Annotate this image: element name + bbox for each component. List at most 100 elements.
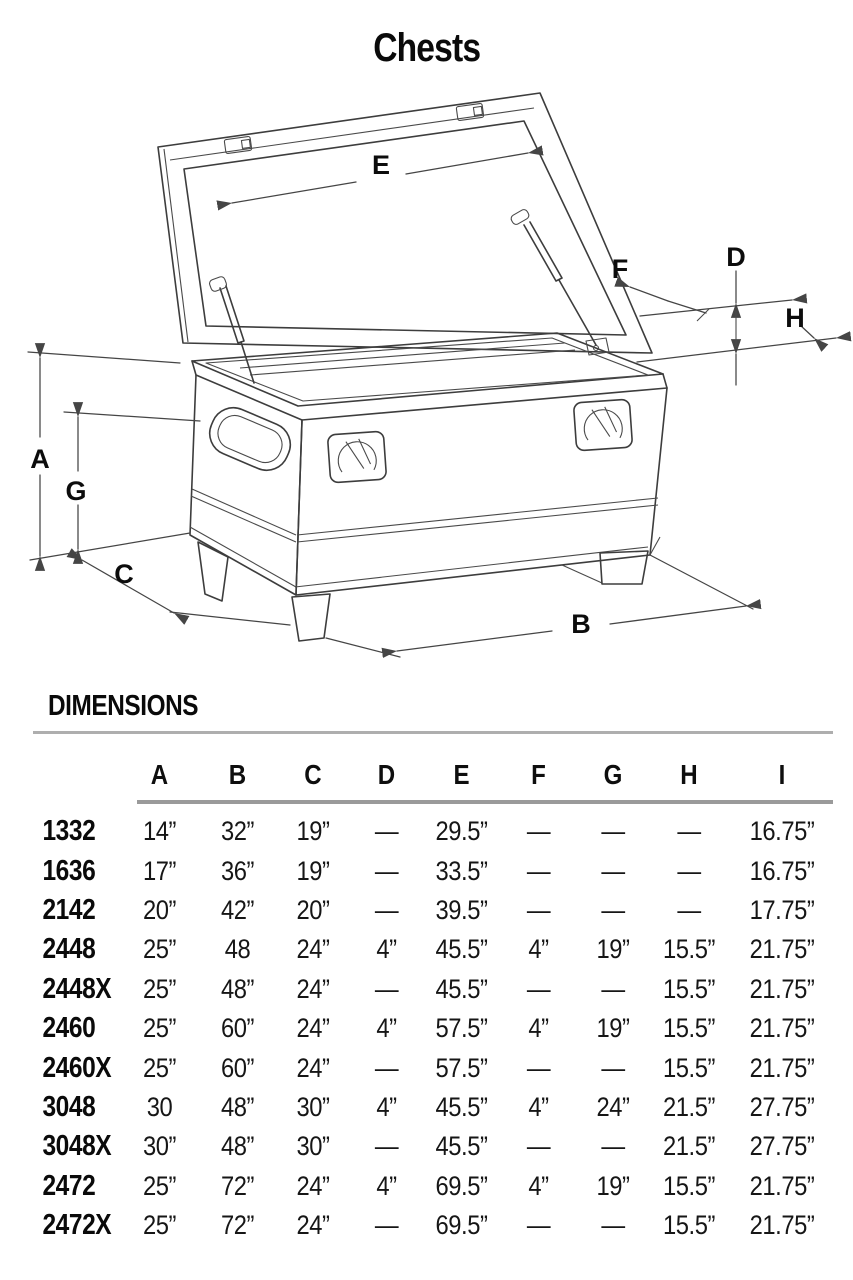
value-cell: — <box>601 855 625 886</box>
column-header-b: B <box>228 759 247 790</box>
value-cell: 69.5” <box>435 1210 488 1241</box>
value-cell: 69.5” <box>435 1170 488 1201</box>
model-cell: 2142 <box>42 893 96 926</box>
value-cell: 57.5” <box>435 1052 488 1083</box>
value-cell: 25” <box>142 1013 177 1044</box>
value-cell: 30” <box>296 1091 330 1122</box>
value-cell: 17” <box>142 855 177 886</box>
value-cell: — <box>677 894 701 925</box>
value-cell: 21.5” <box>663 1091 715 1122</box>
value-cell: 4” <box>528 1091 549 1122</box>
value-cell: 21.75” <box>749 1210 815 1241</box>
value-cell: 19” <box>596 1170 630 1201</box>
value-cell: 4” <box>376 1091 397 1122</box>
value-cell: — <box>374 973 399 1004</box>
value-cell: 60” <box>220 1013 255 1044</box>
gas-strut-right <box>510 209 597 346</box>
value-cell: 25” <box>142 1210 177 1241</box>
section-divider <box>33 731 833 734</box>
value-cell: 4” <box>376 1013 397 1044</box>
table-row: 1332 14” 32” 19” — 29.5” — — — 16.75” <box>33 812 835 851</box>
value-cell: — <box>526 894 551 925</box>
value-cell: — <box>601 1131 625 1162</box>
value-cell: 21.75” <box>749 1013 815 1044</box>
value-cell: — <box>526 855 551 886</box>
value-cell: 15.5” <box>663 1210 715 1241</box>
model-cell: 3048 <box>42 1090 96 1123</box>
chest-end-panel <box>189 374 303 596</box>
chest-diagram: A G C B E F D H <box>27 92 852 659</box>
value-cell: 45.5” <box>435 1091 488 1122</box>
model-cell: 1636 <box>42 854 96 887</box>
value-cell: 33.5” <box>435 855 488 886</box>
value-cell: 4” <box>376 934 397 965</box>
table-row: 2142 20” 42” 20” — 39.5” — — — 17.75” <box>33 891 835 930</box>
value-cell: 19” <box>596 1013 630 1044</box>
value-cell: — <box>601 816 625 847</box>
value-cell: 24” <box>296 1013 330 1044</box>
value-cell: 19” <box>296 855 330 886</box>
value-cell: — <box>526 973 551 1004</box>
value-cell: 15.5” <box>663 1052 715 1083</box>
value-cell: — <box>526 816 551 847</box>
value-cell: — <box>374 855 399 886</box>
dimension-lines <box>27 145 852 659</box>
value-cell: 17.75” <box>749 894 815 925</box>
value-cell: 48” <box>220 1091 255 1122</box>
value-cell: 16.75” <box>749 855 815 886</box>
value-cell: 32” <box>220 816 255 847</box>
value-cell: — <box>526 1131 551 1162</box>
value-cell: 21.75” <box>749 1052 815 1083</box>
value-cell: 19” <box>296 816 330 847</box>
model-cell: 2472X <box>42 1209 112 1242</box>
table-row: 2448X 25” 48” 24” — 45.5” — — 15.5” 21.7… <box>33 970 835 1009</box>
value-cell: 15.5” <box>663 1170 715 1201</box>
value-cell: 15.5” <box>663 934 715 965</box>
value-cell: — <box>526 1052 551 1083</box>
model-cell: 2448X <box>42 972 112 1005</box>
value-cell: — <box>374 1052 399 1083</box>
page-title: Chests <box>0 26 853 71</box>
value-cell: 4” <box>528 1013 549 1044</box>
dim-label-h: H <box>785 303 805 333</box>
lid-latch-right <box>455 102 485 122</box>
dim-label-f: F <box>612 254 629 284</box>
value-cell: 16.75” <box>749 816 815 847</box>
value-cell: 4” <box>376 1170 397 1201</box>
value-cell: — <box>374 1210 399 1241</box>
dim-label-b: B <box>571 609 591 639</box>
page-title-text: Chests <box>372 26 481 70</box>
lid-latch-left <box>223 135 253 155</box>
table-header-divider <box>137 800 833 804</box>
value-cell: 20” <box>296 894 330 925</box>
column-header-i: I <box>778 759 786 790</box>
column-header-c: C <box>304 759 322 790</box>
value-cell: — <box>677 816 701 847</box>
value-cell: 24” <box>296 1170 330 1201</box>
value-cell: — <box>677 855 701 886</box>
gas-strut-left <box>209 276 255 384</box>
chest-foot <box>291 593 331 642</box>
value-cell: 4” <box>528 934 549 965</box>
value-cell: 29.5” <box>435 816 488 847</box>
value-cell: — <box>374 894 399 925</box>
value-cell: 57.5” <box>435 1013 488 1044</box>
dim-label-g: G <box>65 476 86 506</box>
value-cell: 27.75” <box>749 1131 815 1162</box>
end-handle-recess <box>208 406 292 472</box>
chest-foot <box>599 550 649 585</box>
value-cell: 4” <box>528 1170 549 1201</box>
model-cell: 2472 <box>42 1169 96 1202</box>
table-row: 3048 30 48” 30” 4” 45.5” 4” 24” 21.5” 27… <box>33 1088 835 1127</box>
value-cell: — <box>526 1210 551 1241</box>
model-cell: 2460 <box>42 1012 96 1045</box>
table-row: 2472 25” 72” 24” 4” 69.5” 4” 19” 15.5” 2… <box>33 1167 835 1206</box>
value-cell: 39.5” <box>435 894 488 925</box>
value-cell: 25” <box>142 973 177 1004</box>
value-cell: 30” <box>296 1131 330 1162</box>
table-row: 2460 25” 60” 24” 4” 57.5” 4” 19” 15.5” 2… <box>33 1009 835 1048</box>
value-cell: 21.75” <box>749 1170 815 1201</box>
value-cell: 48” <box>220 973 255 1004</box>
dimensions-heading: DIMENSIONS <box>48 690 199 722</box>
